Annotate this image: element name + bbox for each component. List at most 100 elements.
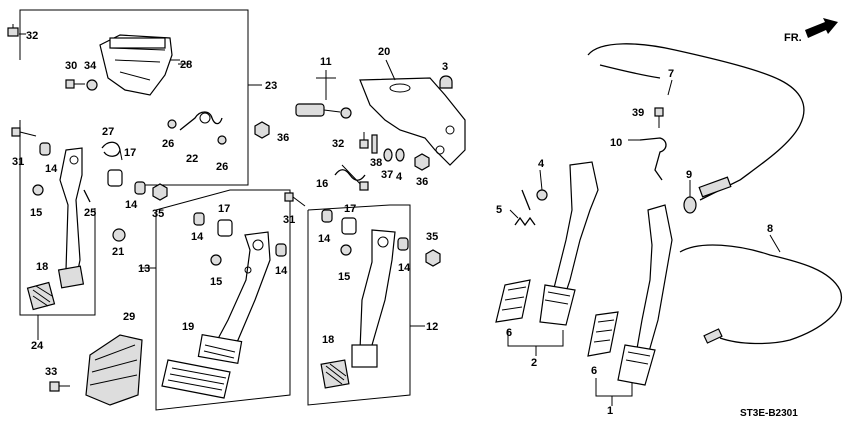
- spring-part-5: [514, 189, 536, 227]
- callout-21: 21: [112, 246, 124, 258]
- callout-9: 9: [686, 169, 692, 181]
- callout-2: 2: [531, 357, 537, 369]
- bushing-part-4-right: [536, 189, 548, 201]
- collar-part-17-right: [341, 217, 357, 235]
- callout-14-b: 14: [125, 199, 138, 211]
- callout-17-left: 17: [124, 147, 136, 159]
- washer-part-37: [383, 148, 393, 162]
- washer-part-38: [371, 134, 378, 154]
- callout-30: 30: [65, 60, 77, 72]
- stop-part-15-left: [32, 184, 44, 196]
- spring-part-16: [334, 164, 369, 191]
- callout-14-f: 14: [398, 262, 411, 274]
- nut-part-35-left: [152, 183, 168, 201]
- nut-part-34: [86, 79, 98, 91]
- callout-15-left: 15: [30, 207, 42, 219]
- callout-4-right: 4: [538, 158, 545, 170]
- collar-part-17-mid: [217, 219, 233, 237]
- bolt-part-31-left: [11, 127, 37, 137]
- callout-7: 7: [668, 68, 674, 80]
- stop-part-15-mid: [210, 254, 222, 266]
- callout-35-left: 35: [152, 208, 164, 220]
- callout-15-mid: 15: [210, 276, 222, 288]
- callout-1: 1: [607, 405, 613, 417]
- accelerator-pedal-part-2: [539, 161, 599, 326]
- callout-13: 13: [138, 263, 150, 275]
- switch-part-11: [295, 77, 352, 119]
- callout-35-right: 35: [426, 231, 438, 243]
- callout-labels: 32 30 34 28 23 27 31 14 17 26 22 26 36 1…: [12, 30, 802, 419]
- callout-20: 20: [378, 46, 390, 58]
- callout-10: 10: [610, 137, 622, 149]
- grommet-part-9: [683, 196, 697, 214]
- leader-lines: [119, 59, 781, 253]
- callout-6-left: 6: [506, 327, 512, 339]
- callout-39: 39: [632, 107, 644, 119]
- nut-part-36-right: [414, 153, 430, 171]
- callout-37: 37: [381, 169, 393, 181]
- callout-17-mid: 17: [218, 203, 230, 215]
- callout-24: 24: [31, 340, 44, 352]
- callout-15-right: 15: [338, 271, 350, 283]
- clip-part-10: [639, 137, 667, 181]
- pedal-pad-part-6-left: [495, 279, 531, 323]
- callout-26-right: 26: [216, 161, 228, 173]
- callout-33: 33: [45, 366, 57, 378]
- callout-6-right: 6: [591, 365, 597, 377]
- front-direction-label: FR.: [784, 32, 802, 44]
- spring-part-22: [179, 111, 223, 131]
- clip-part-27: [101, 141, 121, 157]
- bushing-part-14-c: [193, 212, 205, 226]
- pedal-arm-part-24: [57, 147, 85, 289]
- clip-part-26-left: [167, 119, 177, 129]
- collar-part-4-mid: [395, 148, 405, 162]
- bolt-part-39: [654, 107, 664, 128]
- pedal-stop-part-29: [85, 334, 143, 406]
- clip-part-26-right: [217, 135, 227, 145]
- nut-part-35-right: [425, 249, 441, 267]
- callout-36-left: 36: [277, 132, 289, 144]
- callout-11: 11: [320, 56, 332, 68]
- callout-19: 19: [182, 321, 194, 333]
- pedal-pad-part-6-right: [587, 311, 619, 357]
- callout-27: 27: [102, 126, 114, 138]
- callout-34: 34: [84, 60, 97, 72]
- callout-26-left: 26: [162, 138, 174, 150]
- front-direction-arrow-icon: [805, 18, 838, 38]
- callout-14-d: 14: [275, 265, 288, 277]
- bolt-part-32-mid: [359, 132, 369, 149]
- collar-part-17-left: [107, 169, 123, 187]
- callout-31-mid: 31: [283, 214, 295, 226]
- callout-5: 5: [496, 204, 502, 216]
- callout-29: 29: [123, 311, 135, 323]
- pedal-pad-part-18-right: [320, 344, 378, 389]
- callout-4-mid: 4: [396, 171, 403, 183]
- group-outlines: [19, 9, 633, 411]
- diagram-code: ST3E-B2301: [740, 408, 798, 419]
- bushing-part-14-f: [397, 237, 409, 251]
- bolt-part-33: [49, 381, 70, 392]
- callout-28: 28: [180, 59, 192, 71]
- callout-14-e: 14: [318, 233, 331, 245]
- callout-14-a: 14: [45, 163, 58, 175]
- callout-16: 16: [316, 178, 328, 190]
- bolt-part-31-mid: [284, 192, 306, 207]
- callout-12: 12: [426, 321, 438, 333]
- clip-part-3: [439, 75, 453, 89]
- callout-31-left: 31: [12, 156, 24, 168]
- bushing-part-14-d: [275, 243, 287, 257]
- stop-part-15-right: [340, 244, 352, 256]
- callout-3: 3: [442, 61, 448, 73]
- bushing-part-14-b: [134, 181, 146, 195]
- callout-8: 8: [767, 223, 773, 235]
- pedal-arm-part-13: [211, 231, 271, 356]
- bolt-part-32-top: [7, 24, 26, 37]
- callout-14-c: 14: [191, 231, 204, 243]
- pedal-arm-part-12: [359, 229, 396, 351]
- callout-22: 22: [186, 153, 198, 165]
- nut-part-36-left: [254, 121, 270, 139]
- bushing-part-14-a: [39, 142, 51, 156]
- callout-17-right: 17: [344, 203, 356, 215]
- pedal-pad-part-19: [161, 359, 231, 399]
